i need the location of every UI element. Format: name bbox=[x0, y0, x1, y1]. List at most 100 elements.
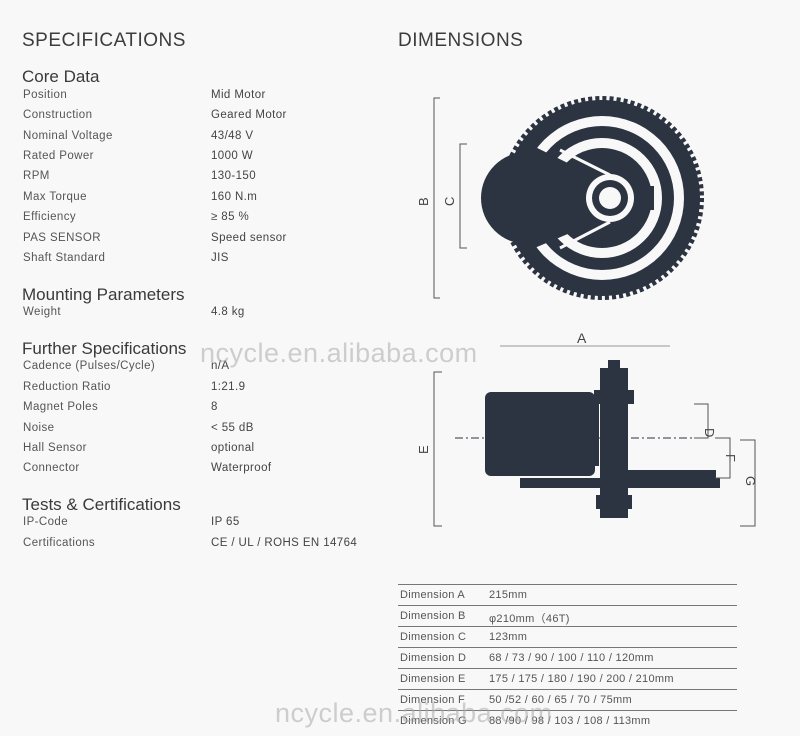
spec-row-pas-sensor: PAS SENSOR Speed sensor bbox=[23, 232, 383, 252]
spec-value: < 55 dB bbox=[211, 422, 254, 434]
dimension-g-bracket bbox=[740, 439, 756, 527]
dimension-row-e: Dimension E 175 / 175 / 180 / 190 / 200 /… bbox=[398, 668, 737, 689]
spec-row-shaft-standard: Shaft Standard JIS bbox=[23, 252, 383, 272]
spec-row-ip-code: IP-Code IP 65 bbox=[23, 516, 383, 536]
dimension-label: Dimension B bbox=[400, 610, 466, 622]
section-title-core-data: Core Data bbox=[22, 67, 100, 86]
dimension-row-c: Dimension C 123mm bbox=[398, 626, 737, 647]
spec-value: Waterproof bbox=[211, 462, 272, 474]
label-e: E bbox=[416, 445, 431, 454]
spec-value: IP 65 bbox=[211, 516, 240, 528]
spec-row-max-torque: Max Torque 160 N.m bbox=[23, 191, 383, 211]
spec-row-rpm: RPM 130-150 bbox=[23, 170, 383, 190]
label-d: D bbox=[702, 428, 717, 437]
dimension-d-bracket bbox=[694, 403, 709, 439]
dimension-row-b: Dimension B φ210mm（46T) bbox=[398, 605, 737, 626]
dimension-f-bracket bbox=[715, 437, 731, 479]
spec-row-magnet-poles: Magnet Poles 8 bbox=[23, 401, 383, 421]
dimensions-heading: DIMENSIONS bbox=[398, 30, 524, 51]
spec-label: Weight bbox=[23, 306, 61, 318]
dimension-row-a: Dimension A 215mm bbox=[398, 584, 737, 605]
spec-label: Max Torque bbox=[23, 191, 87, 203]
dimension-label: Dimension F bbox=[400, 694, 466, 706]
spec-value: CE / UL / ROHS EN 14764 bbox=[211, 537, 358, 549]
spec-label: Reduction Ratio bbox=[23, 381, 111, 393]
label-g: G bbox=[743, 476, 758, 486]
spec-row-position: Position Mid Motor bbox=[23, 89, 383, 109]
section-title-further-specifications: Further Specifications bbox=[22, 339, 187, 358]
spec-value: JIS bbox=[211, 252, 229, 264]
dimension-c-bracket bbox=[459, 143, 467, 249]
dimension-b-bracket bbox=[433, 97, 440, 299]
spec-value: 1:21.9 bbox=[211, 381, 246, 393]
spec-value: Speed sensor bbox=[211, 232, 287, 244]
spec-value: Mid Motor bbox=[211, 89, 266, 101]
dimension-value: 175 / 175 / 180 / 190 / 200 / 210mm bbox=[489, 673, 674, 685]
section-title-mounting-parameters: Mounting Parameters bbox=[22, 285, 185, 304]
spec-value: 1000 W bbox=[211, 150, 254, 162]
spec-label: IP-Code bbox=[23, 516, 68, 528]
label-b: B bbox=[416, 197, 431, 206]
spec-row-weight: Weight 4.8 kg bbox=[23, 306, 383, 326]
spec-row-hall-sensor: Hall Sensor optional bbox=[23, 442, 383, 462]
dimension-e-bracket bbox=[433, 371, 442, 527]
spec-value: 4.8 kg bbox=[211, 306, 245, 318]
dimension-label: Dimension G bbox=[400, 715, 467, 727]
spec-row-noise: Noise < 55 dB bbox=[23, 422, 383, 442]
motor-body-side bbox=[485, 360, 720, 518]
spec-label: Hall Sensor bbox=[23, 442, 87, 454]
spec-value: Geared Motor bbox=[211, 109, 287, 121]
dimension-value: φ210mm（46T) bbox=[489, 613, 570, 625]
spec-row-connector: Connector Waterproof bbox=[23, 462, 383, 482]
spec-label: RPM bbox=[23, 170, 50, 182]
label-a: A bbox=[577, 330, 587, 346]
spec-label: Efficiency bbox=[23, 211, 77, 223]
spec-label: Position bbox=[23, 89, 68, 101]
spec-row-certifications: Certifications CE / UL / ROHS EN 14764 bbox=[23, 537, 383, 557]
dimension-label: Dimension C bbox=[400, 631, 467, 643]
dimension-row-d: Dimension D 68 / 73 / 90 / 100 / 110 / 12… bbox=[398, 647, 737, 668]
dimension-label: Dimension E bbox=[400, 673, 466, 685]
spec-label: Noise bbox=[23, 422, 55, 434]
specifications-heading: SPECIFICATIONS bbox=[22, 30, 186, 51]
dimension-label: Dimension D bbox=[400, 652, 467, 664]
spec-label: Shaft Standard bbox=[23, 252, 106, 264]
spec-label: Connector bbox=[23, 462, 80, 474]
spec-value: 160 N.m bbox=[211, 191, 258, 203]
dimension-label: Dimension A bbox=[400, 589, 466, 601]
spec-row-cadence: Cadence (Pulses/Cycle) n/A bbox=[23, 360, 383, 380]
spec-row-nominal-voltage: Nominal Voltage 43/48 V bbox=[23, 130, 383, 150]
section-title-tests-certifications: Tests & Certifications bbox=[22, 495, 181, 514]
label-f: F bbox=[723, 454, 738, 462]
dimension-value: 88 /90 / 98 / 103 / 108 / 113mm bbox=[489, 715, 651, 727]
side-view-drawing: A E D F G bbox=[416, 330, 758, 527]
dimension-value: 50 /52 / 60 / 65 / 70 / 75mm bbox=[489, 694, 632, 706]
dimension-value: 123mm bbox=[489, 631, 528, 643]
spec-label: PAS SENSOR bbox=[23, 232, 101, 244]
spec-value: 43/48 V bbox=[211, 130, 254, 142]
spec-row-reduction-ratio: Reduction Ratio 1:21.9 bbox=[23, 381, 383, 401]
spec-label: Construction bbox=[23, 109, 93, 121]
spec-value: n/A bbox=[211, 360, 230, 372]
spec-label: Rated Power bbox=[23, 150, 94, 162]
dimension-row-g: Dimension G 88 /90 / 98 / 103 / 108 / 113… bbox=[398, 710, 737, 731]
dimension-row-f: Dimension F 50 /52 / 60 / 65 / 70 / 75mm bbox=[398, 689, 737, 710]
spec-value: ≥ 85 % bbox=[211, 211, 250, 223]
crank-hub bbox=[586, 174, 634, 222]
front-view-drawing: B C bbox=[416, 96, 704, 300]
label-c: C bbox=[442, 197, 457, 206]
spec-label: Magnet Poles bbox=[23, 401, 99, 413]
spec-row-construction: Construction Geared Motor bbox=[23, 109, 383, 129]
spec-label: Cadence (Pulses/Cycle) bbox=[23, 360, 156, 372]
spec-value: 130-150 bbox=[211, 170, 257, 182]
spec-row-rated-power: Rated Power 1000 W bbox=[23, 150, 383, 170]
motor-housing bbox=[481, 142, 611, 252]
spec-value: 8 bbox=[211, 401, 218, 413]
spec-label: Certifications bbox=[23, 537, 96, 549]
spec-label: Nominal Voltage bbox=[23, 130, 113, 142]
dimension-value: 215mm bbox=[489, 589, 528, 601]
spec-value: optional bbox=[211, 442, 255, 454]
dimension-value: 68 / 73 / 90 / 100 / 110 / 120mm bbox=[489, 652, 654, 664]
spec-row-efficiency: Efficiency ≥ 85 % bbox=[23, 211, 383, 231]
